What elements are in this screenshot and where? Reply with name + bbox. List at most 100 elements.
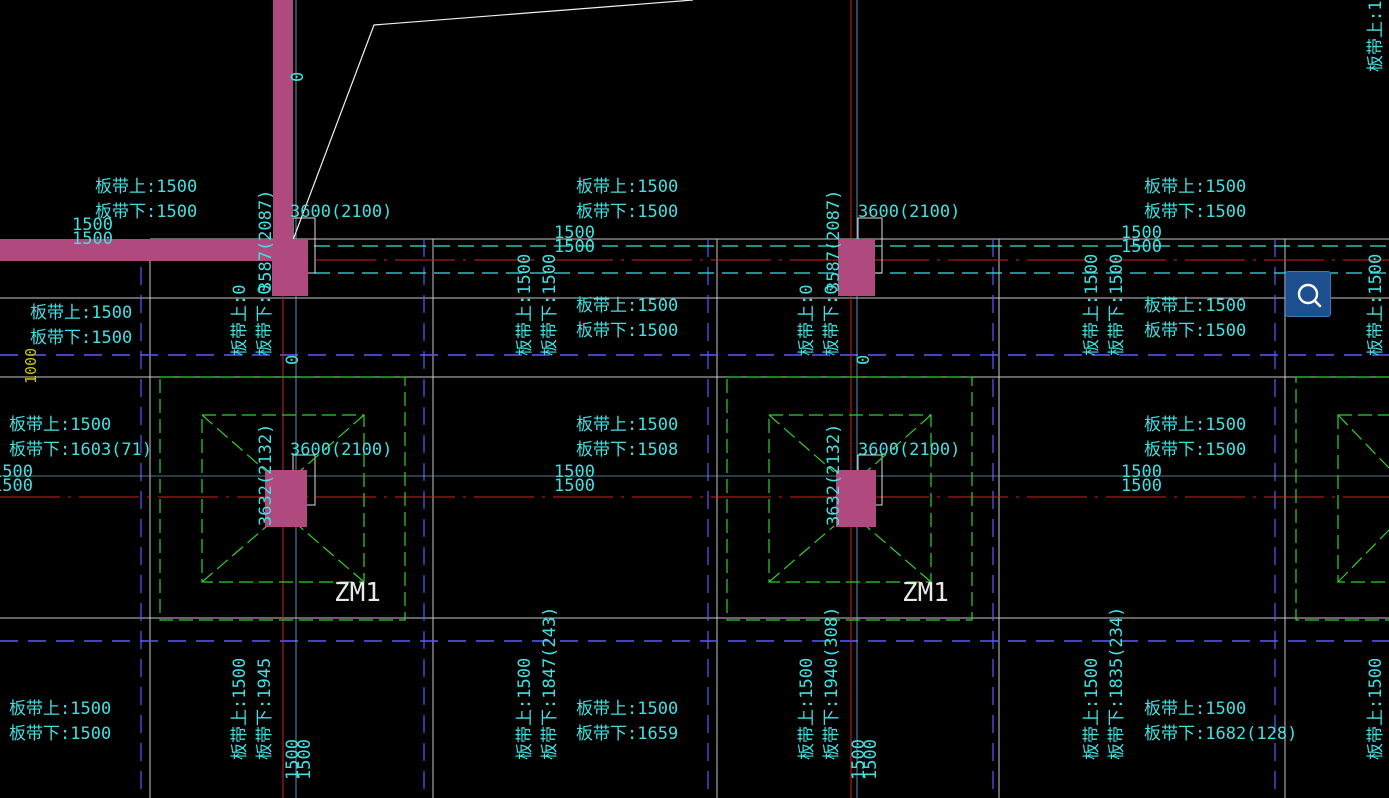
dim-1500: 1500 (283, 739, 303, 780)
search-icon (1297, 283, 1322, 308)
wall-vertical (273, 0, 293, 240)
strip-label-upper: 板带上:0 (230, 285, 250, 356)
strip-label-lower: 板带下:1500 (1144, 440, 1246, 460)
column-cap-tag: ZM1 (902, 578, 949, 608)
column-dim-horizontal: 3600(2100) (290, 440, 392, 460)
column-cap-right-outer (1295, 376, 1389, 621)
strip-label-lower: 板带下:1508 (576, 440, 678, 460)
strip-label-upper: 板带上:1500 (1366, 0, 1386, 72)
strip-label-lower: 板带下:1500 (576, 321, 678, 341)
column-dim-vertical: 3632(2132) (256, 424, 276, 526)
dim-1500: 1500 (72, 215, 113, 235)
dim-1500: 1500 (1121, 223, 1162, 243)
strip-label-upper: 板带上:1500 (797, 658, 817, 760)
strip-label-lower: 板带下:1500 (1107, 254, 1127, 356)
strip-label-upper: 板带上:1500 (1082, 254, 1102, 356)
leader-line (292, 0, 694, 241)
column (265, 470, 307, 527)
strip-label-upper: 板带上:1500 (95, 177, 197, 197)
column-cap-diagonal (298, 414, 365, 473)
strip-label-upper: 板带上:1500 (9, 415, 111, 435)
strip-label-upper: 板带上:0 (797, 285, 817, 356)
strip-label-upper: 板带上:1500 (1144, 415, 1246, 435)
strip-label-upper: 板带上:1500 (515, 658, 535, 760)
column-cap-diagonal (865, 525, 932, 583)
strip-label-upper: 板带上:1500 (1082, 658, 1102, 760)
column-cap-diagonal (1337, 414, 1389, 469)
dim-1500: 1500 (554, 223, 595, 243)
strip-label-lower: 板带下:1500 (9, 724, 111, 744)
zoom-search-button[interactable] (1285, 271, 1331, 317)
strip-label-upper: 板带上:1500 (576, 415, 678, 435)
dim-1500: 1500 (72, 229, 113, 249)
strip-label-lower: 板带下:1847(243) (540, 607, 560, 760)
column-cap-left-outer (159, 376, 406, 621)
dim-1500: 1500 (554, 476, 595, 496)
dim-1000: 1000 (22, 348, 40, 384)
column-cap-diagonal (768, 525, 835, 583)
dim-1500: 1500 (1121, 237, 1162, 257)
strip-label-upper: 板带上:1500 (1144, 699, 1246, 719)
strip-label-lower: 板带下:1603(71) (9, 440, 152, 460)
column (836, 470, 876, 527)
dim-0: 0 (854, 355, 874, 365)
strip-label-upper: 板带上:1500 (230, 658, 250, 760)
strip-label-upper: 板带上:1500 (1366, 658, 1386, 760)
strip-label-upper: 板带上:1500 (30, 303, 132, 323)
strip-label-upper: 板带上:1500 (576, 177, 678, 197)
column-cap-diagonal (1337, 529, 1389, 583)
strip-label-lower: 板带下:1945 (255, 658, 275, 760)
column (838, 239, 875, 296)
column-dim-horizontal: 3600(2100) (858, 440, 960, 460)
strip-label-upper: 板带上:1500 (1366, 254, 1386, 356)
strip-label-lower: 板带下:0 (255, 285, 275, 356)
column-dim-vertical: 3632(2132) (824, 424, 844, 526)
column-cap-diagonal (768, 414, 835, 473)
column-cap-diagonal (201, 414, 268, 473)
dim-1500: 1500 (0, 462, 33, 482)
column-cap-diagonal (298, 525, 365, 583)
strip-label-lower: 板带下:1940(308) (822, 607, 842, 760)
strip-label-upper: 板带上:1500 (576, 296, 678, 316)
strip-label-lower: 板带下:1835(234) (1107, 607, 1127, 760)
column-cap-right-inner (1337, 414, 1389, 583)
strip-label-lower: 板带下:1500 (30, 328, 132, 348)
dim-1500: 1500 (554, 462, 595, 482)
dim-1500: 1500 (1121, 462, 1162, 482)
wall-horizontal (0, 239, 296, 261)
strip-label-upper: 板带上:1500 (515, 254, 535, 356)
column-cap-diagonal (201, 525, 268, 583)
dim-1500: 1500 (554, 237, 595, 257)
dim-0: 0 (283, 355, 303, 365)
column-dim-horizontal: 3600(2100) (290, 202, 392, 222)
strip-label-lower: 板带下:1500 (95, 202, 197, 222)
column-cap-mid-outer (726, 376, 973, 621)
strip-label-lower: 板带下:1682(128) (1144, 724, 1297, 744)
column-cap-tag: ZM1 (334, 578, 381, 608)
dim-1500: 1500 (0, 476, 33, 496)
strip-label-lower: 板带下:1500 (540, 254, 560, 356)
strip-label-upper: 板带上:1500 (9, 699, 111, 719)
strip-label-upper: 板带上:1500 (1144, 177, 1246, 197)
strip-label-upper: 板带上:1500 (1144, 296, 1246, 316)
strip-label-lower: 板带下:0 (822, 285, 842, 356)
column-cap-left-inner (201, 414, 365, 583)
column-dim-horizontal: 3600(2100) (858, 202, 960, 222)
strip-label-lower: 板带下:1659 (576, 724, 678, 744)
strip-label-upper: 板带上:1500 (576, 699, 678, 719)
column-dim-vertical: 3587(2087) (824, 190, 844, 292)
column-dim-vertical: 3587(2087) (256, 190, 276, 292)
dim-1500: 1500 (849, 739, 869, 780)
dim-1500: 1500 (295, 739, 315, 780)
strip-label-lower: 板带下:1500 (1144, 202, 1246, 222)
dim-0: 0 (288, 72, 308, 82)
strip-label-lower: 板带下:1500 (576, 202, 678, 222)
column-cap-diagonal (865, 414, 932, 473)
column-cap-mid-inner (768, 414, 932, 583)
column (272, 239, 308, 296)
strip-label-lower: 板带下:1500 (1144, 321, 1246, 341)
dim-1500: 1500 (861, 739, 881, 780)
dim-1500: 1500 (1121, 476, 1162, 496)
